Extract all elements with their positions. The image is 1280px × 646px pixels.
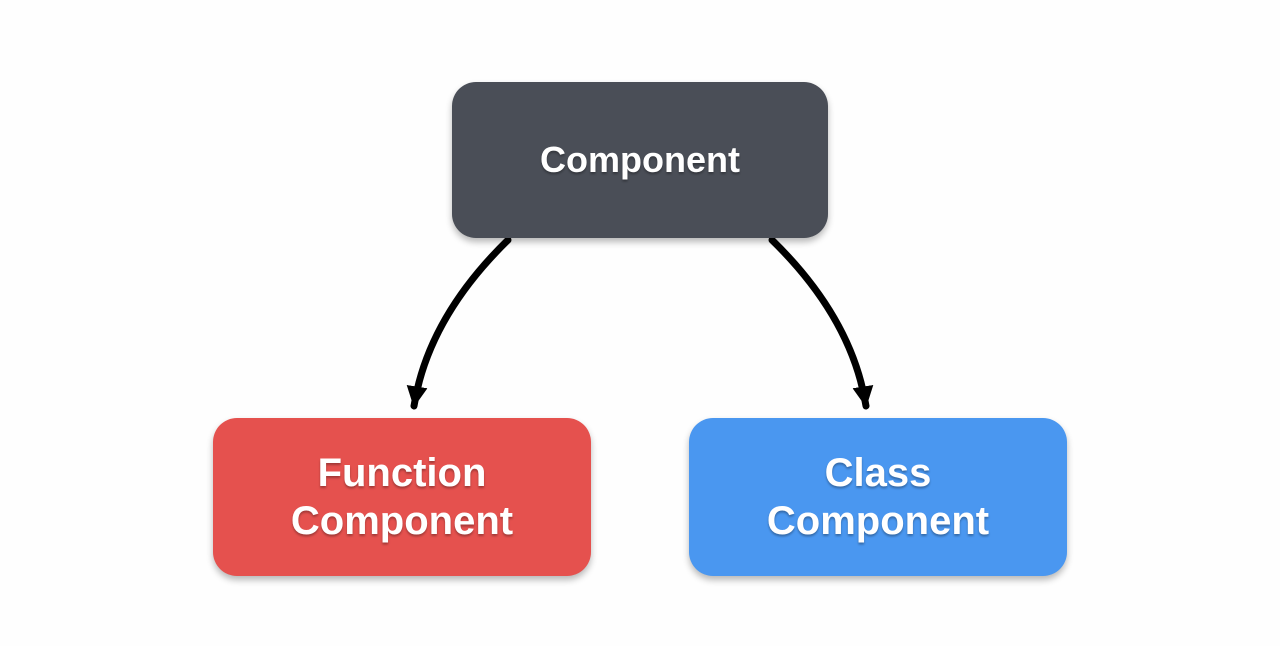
node-class-component: Class Component <box>689 418 1067 576</box>
edge-component-to-function-component <box>406 236 512 410</box>
node-class-component-label-line1: Class <box>824 451 932 495</box>
node-function-component-label-line1: Function <box>317 451 487 495</box>
edge-component-to-class-component <box>768 236 874 410</box>
node-component-label: Component <box>540 139 740 180</box>
node-function-component-label-line2: Component <box>290 499 514 543</box>
node-class-component-label-line2: Component <box>766 499 990 543</box>
node-function-component: Function Component <box>213 418 591 576</box>
node-component: Component <box>452 82 828 238</box>
